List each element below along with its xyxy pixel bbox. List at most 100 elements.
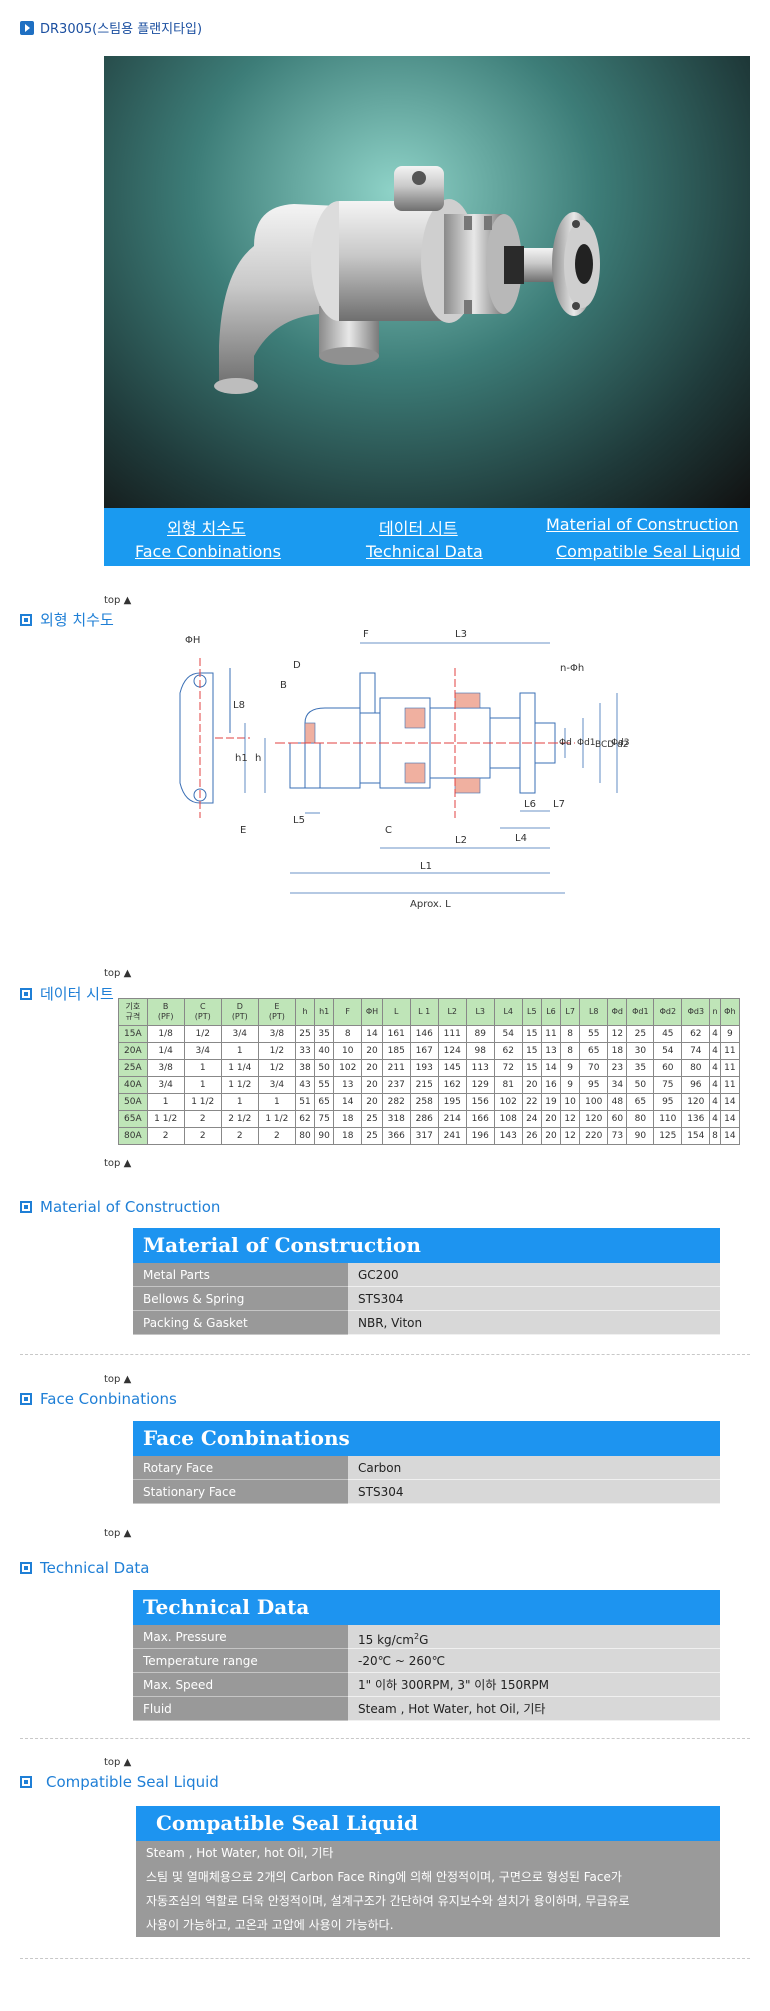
- section-heading-technical: Technical Data: [20, 1559, 149, 1577]
- table-cell: 9: [560, 1059, 581, 1077]
- table-cell: 22: [521, 1093, 542, 1111]
- table-header-cell: Φh: [719, 998, 741, 1026]
- material-table-title: Material of Construction: [133, 1228, 720, 1263]
- table-cell: 3/8: [146, 1059, 185, 1077]
- table-row-header: 50A: [118, 1093, 148, 1111]
- table-cell: 4: [709, 1093, 721, 1111]
- table-cell: 20: [361, 1059, 383, 1077]
- table-cell: 1/4: [146, 1042, 185, 1060]
- table-cell: 11: [719, 1042, 741, 1060]
- table-cell: 1: [146, 1093, 185, 1111]
- nav-link-face[interactable]: Face Conbinations: [135, 542, 281, 561]
- top-link[interactable]: top ▲: [104, 968, 132, 979]
- drawing-label-F: F: [363, 629, 369, 640]
- table-cell: 102: [493, 1093, 523, 1111]
- section-heading-text: 외형 치수도: [40, 611, 114, 629]
- table-cell: 14: [540, 1059, 562, 1077]
- table-header-cell: D(PT): [220, 998, 259, 1026]
- table-cell: 1/2: [183, 1025, 222, 1043]
- top-link[interactable]: top ▲: [104, 595, 132, 606]
- nav-link-dimensions[interactable]: 외형 치수도: [167, 519, 246, 538]
- pressure-unit: G: [419, 1633, 429, 1647]
- drawing-label-L7: L7: [553, 799, 565, 810]
- table-cell: 19: [540, 1093, 562, 1111]
- table-cell: 80: [294, 1127, 316, 1145]
- section-square-icon: [20, 613, 32, 626]
- table-row-header: 65A: [118, 1110, 148, 1128]
- table-cell: 74: [681, 1042, 711, 1060]
- table-cell: 1: [220, 1093, 259, 1111]
- table-cell: 129: [465, 1076, 495, 1094]
- table-cell: 161: [381, 1025, 411, 1043]
- row-value: STS304: [348, 1480, 720, 1504]
- table-cell: 75: [314, 1110, 335, 1128]
- table-cell: 4: [709, 1025, 721, 1043]
- table-header-cell: F: [333, 998, 363, 1026]
- drawing-label-L4: L4: [515, 833, 527, 844]
- table-cell: 282: [381, 1093, 411, 1111]
- table-header-cell: h: [294, 998, 316, 1026]
- table-cell: 26: [521, 1127, 542, 1145]
- drawing-label-C: C: [385, 825, 392, 836]
- table-cell: 11: [719, 1076, 741, 1094]
- table-cell: 14: [719, 1127, 741, 1145]
- table-cell: 18: [333, 1110, 363, 1128]
- table-header-cell: E(PT): [257, 998, 296, 1026]
- table-cell: 3/8: [257, 1025, 296, 1043]
- table-cell: 95: [653, 1093, 683, 1111]
- table-row-header: 80A: [118, 1127, 148, 1145]
- table-cell: 51: [294, 1093, 316, 1111]
- top-link[interactable]: top ▲: [104, 1374, 132, 1385]
- table-header-cell: L8: [579, 998, 609, 1026]
- section-square-icon: [20, 987, 32, 1000]
- table-cell: 13: [333, 1076, 363, 1094]
- table-cell: 215: [409, 1076, 439, 1094]
- drawing-label-nphih: n-Φh: [560, 663, 584, 674]
- table-cell: 10: [560, 1093, 581, 1111]
- drawing-label-h: h: [255, 753, 261, 764]
- table-cell: 55: [579, 1025, 609, 1043]
- table-header-cell: n: [709, 998, 721, 1026]
- drawing-label-L3: L3: [455, 629, 467, 640]
- top-link[interactable]: top ▲: [104, 1158, 132, 1169]
- table-header-cell: L3: [465, 998, 495, 1026]
- table-cell: 143: [493, 1127, 523, 1145]
- pressure-value: 15 kg/cm: [358, 1633, 414, 1647]
- table-cell: 50: [626, 1076, 655, 1094]
- table-cell: 72: [493, 1059, 523, 1077]
- table-cell: 111: [437, 1025, 467, 1043]
- nav-link-datasheet[interactable]: 데이터 시트: [379, 519, 458, 538]
- nav-link-material[interactable]: Material of Construction: [546, 515, 739, 534]
- top-link[interactable]: top ▲: [104, 1757, 132, 1768]
- section-square-icon: [20, 1776, 32, 1788]
- table-cell: 2 1/2: [220, 1110, 259, 1128]
- nav-link-liquid[interactable]: Compatible Seal Liquid: [556, 542, 741, 561]
- table-cell: 1: [257, 1093, 296, 1111]
- table-cell: 15: [521, 1042, 542, 1060]
- top-link[interactable]: top ▲: [104, 1528, 132, 1539]
- table-cell: 14: [719, 1110, 741, 1128]
- table-cell: 8: [560, 1025, 581, 1043]
- table-cell: 2: [220, 1127, 259, 1145]
- section-heading-text: Face Conbinations: [40, 1390, 177, 1408]
- table-cell: 211: [381, 1059, 411, 1077]
- table-cell: 8: [560, 1042, 581, 1060]
- table-cell: 317: [409, 1127, 439, 1145]
- table-cell: 90: [314, 1127, 335, 1145]
- table-cell: 113: [465, 1059, 495, 1077]
- table-cell: 2: [183, 1110, 222, 1128]
- table-cell: 25: [361, 1110, 383, 1128]
- table-cell: 62: [294, 1110, 316, 1128]
- liquid-box: Compatible Seal Liquid Steam , Hot Water…: [136, 1806, 720, 1937]
- table-cell: 23: [607, 1059, 628, 1077]
- table-cell: 48: [607, 1093, 628, 1111]
- nav-link-technical[interactable]: Technical Data: [366, 542, 483, 561]
- table-cell: 110: [653, 1110, 683, 1128]
